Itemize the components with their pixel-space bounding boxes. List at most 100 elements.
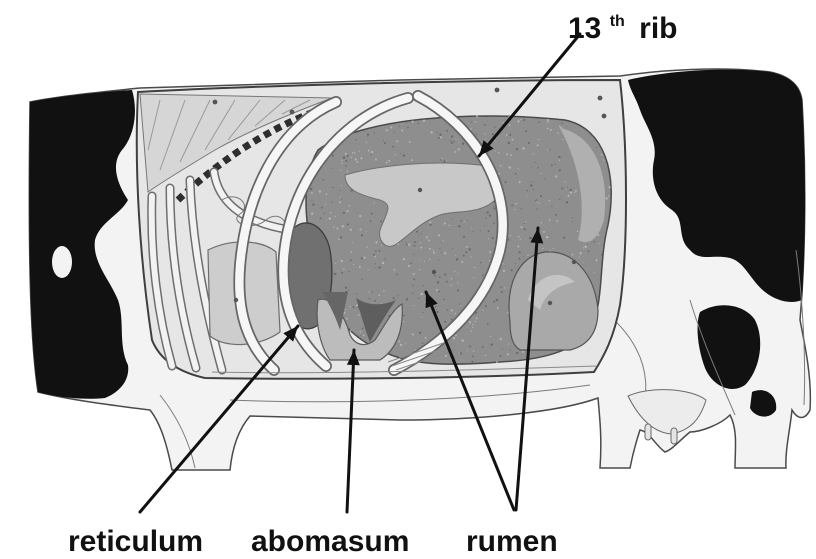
stipple-dot (603, 160, 604, 161)
stipple-dot (451, 218, 452, 219)
stipple-dot (322, 179, 324, 181)
stipple-dot (580, 252, 582, 254)
stipple-dot (367, 134, 369, 136)
stipple-dot (356, 305, 358, 307)
stipple-dot (360, 157, 362, 159)
stipple-dot (527, 190, 529, 192)
stipple-dot (550, 129, 552, 131)
stipple-dot (517, 120, 519, 122)
stipple-dot (413, 254, 414, 255)
stipple-dot (325, 204, 326, 205)
stipple-dot (601, 268, 603, 270)
stipple-dot (485, 217, 486, 218)
stipple-dot (502, 349, 503, 350)
stipple-dot (469, 345, 471, 347)
stipple-dot (549, 219, 551, 221)
stipple-dot (403, 315, 405, 317)
stipple-dot (406, 242, 407, 243)
stipple-dot (465, 251, 467, 253)
stipple-dot (471, 121, 472, 122)
stipple-dot (403, 154, 405, 156)
stipple-dot (528, 142, 530, 144)
stipple-dot (343, 212, 345, 214)
stipple-dot (489, 260, 490, 261)
stipple-dot (448, 225, 450, 227)
stipple-dot (345, 309, 346, 310)
stipple-dot (362, 328, 364, 330)
stipple-dot (469, 248, 471, 250)
stipple-dot (506, 153, 508, 155)
stipple-dot (493, 301, 495, 303)
stipple-dot (360, 335, 361, 336)
stipple-dot (594, 272, 595, 273)
shoulder-white-spot (52, 246, 72, 278)
stipple-dot (375, 241, 377, 243)
stipple-dot (396, 140, 398, 142)
stipple-dot (540, 195, 542, 197)
label-13th-rib: 13 th rib (568, 0, 678, 45)
stipple-dot (371, 154, 372, 155)
stipple-dot (374, 267, 375, 268)
stipple-dot (419, 269, 420, 270)
label-rib-ordinal-suffix: th (610, 13, 625, 30)
stipple-dot (310, 188, 312, 190)
stipple-dot (429, 258, 430, 259)
stipple-dot (467, 350, 468, 351)
stipple-dot (437, 311, 439, 313)
stipple-dot (515, 203, 517, 205)
stipple-dot (358, 314, 360, 316)
stipple-dot (541, 222, 543, 224)
stipple-dot (381, 303, 382, 304)
stipple-dot (518, 258, 520, 260)
stipple-dot (408, 244, 410, 246)
stipple-dot (566, 188, 567, 189)
stipple-dot (583, 247, 584, 248)
stipple-dot (527, 195, 528, 196)
stipple-dot (601, 254, 603, 256)
stipple-dot (492, 237, 494, 239)
stipple-dot (412, 293, 413, 294)
stipple-dot (515, 173, 517, 175)
stipple-dot (467, 327, 468, 328)
stipple-dot (506, 134, 508, 136)
stipple-dot (373, 254, 375, 256)
stipple-dot (597, 234, 599, 236)
stipple-dot (524, 223, 525, 224)
stipple-dot (341, 160, 343, 162)
stipple-dot (368, 150, 370, 152)
stipple-dot (413, 305, 414, 306)
stipple-dot (510, 154, 512, 156)
stipple-dot (336, 227, 338, 229)
stipple-dot (439, 134, 441, 136)
stipple-dot (514, 209, 515, 210)
stipple-dot (401, 123, 402, 124)
stipple-dot (583, 262, 584, 263)
stipple-dot (329, 217, 331, 219)
stipple-dot (516, 352, 518, 354)
stipple-dot (508, 142, 510, 144)
stipple-dot (487, 323, 489, 325)
stipple-dot (567, 195, 569, 197)
stipple-dot (521, 208, 522, 209)
stipple-dot (484, 124, 486, 126)
stipple-dot (463, 255, 465, 257)
stipple-dot (485, 139, 486, 140)
stipple-dot (383, 290, 385, 292)
stipple-dot (456, 139, 457, 140)
stipple-dot (455, 313, 457, 315)
stipple-dot (386, 129, 388, 131)
stipple-dot (475, 121, 476, 122)
stipple-dot (426, 236, 428, 238)
stipple-dot (425, 337, 427, 339)
stipple-dot (405, 343, 406, 344)
stipple-dot (492, 133, 494, 135)
stipple-dot (587, 244, 588, 245)
stipple-dot (381, 245, 382, 246)
stipple-dot (535, 199, 537, 201)
stipple-dot (430, 131, 432, 133)
stipple-dot (456, 258, 458, 260)
stipple-dot (467, 220, 468, 221)
stipple-dot (525, 130, 527, 132)
stipple-dot (444, 252, 446, 254)
stipple-dot (422, 343, 423, 344)
